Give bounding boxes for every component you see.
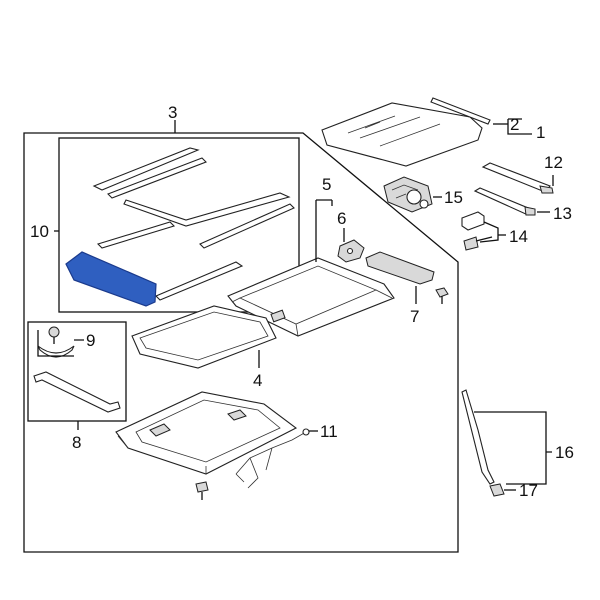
callout-4: 4 [253,371,262,390]
callout-11: 11 [320,422,338,441]
leader-1-bracket [507,118,532,135]
seal-inner-edge [139,311,269,361]
sunroof-housing [115,391,298,475]
housing-bolt [195,481,209,500]
sunroof-motor [383,176,433,213]
leader-14-bracket [479,221,499,243]
glass-reflection-lines [347,115,441,147]
callout-10: 10 [30,222,49,241]
highlighted-roof-panel-seal [65,251,157,307]
callout-16: 16 [555,443,574,462]
callout-9: 9 [86,331,95,350]
seal-kit-box [58,137,300,313]
callout-14: 14 [509,227,528,246]
drain-hose-8 [33,371,121,413]
rear-bracket-7 [365,251,435,285]
leader-16-bracket [474,411,552,485]
wiring-harness [235,431,307,489]
mount-bolt [435,287,449,304]
roof-seal-strips [92,147,295,301]
glass-panel [321,102,483,167]
callout-5: 5 [322,175,331,194]
rail-13-end [524,206,536,216]
sunroof-frame [227,257,395,337]
leader-5 [315,199,333,262]
glass-seal-ring [131,305,277,369]
glass-weatherstrip [430,97,491,125]
callout-7: 7 [410,307,419,326]
leader-9-bracket [37,330,84,357]
callout-17: 17 [519,481,538,500]
drain-rail-13 [473,187,534,216]
bolt-cap-14 [461,211,485,231]
callout-13: 13 [553,204,572,223]
callout-3: 3 [168,103,177,122]
bolt-14 [463,236,493,251]
callout-12: 12 [544,153,563,172]
seal-clip-9 [37,345,75,358]
hose-clip-17 [489,483,505,497]
arm-12-end [539,185,554,194]
wind-deflector-arm-12 [481,162,551,193]
drain-hose-16 [461,389,495,485]
callout-15: 15 [444,188,463,207]
callout-8: 8 [72,433,81,452]
clip-fastener-9 [48,326,60,344]
callout-2: 2 [510,115,519,134]
callout-1: 1 [536,123,545,142]
harness-connector [302,428,310,436]
frame-bracket [337,239,365,263]
sunroof-assembly-outline [23,132,459,553]
drain-hose-kit-box [27,321,127,422]
callout-6: 6 [337,209,346,228]
